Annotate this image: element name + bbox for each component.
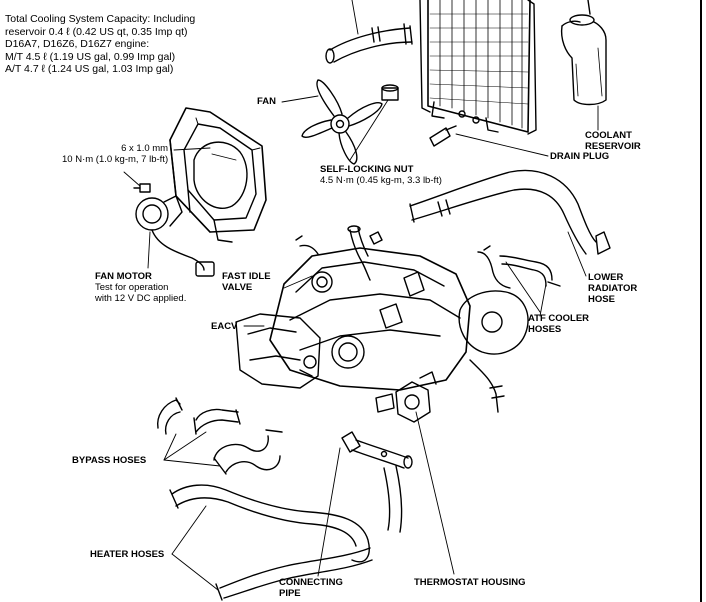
label-atf-cooler-hoses: ATF COOLER HOSES <box>528 313 589 335</box>
fan-shroud <box>169 107 267 243</box>
bolt-size: 6 x 1.0 mm <box>121 143 169 154</box>
thermostat-housing <box>375 371 437 423</box>
radiator <box>419 0 537 135</box>
fan-motor <box>133 183 215 277</box>
fast-idle-line: VALVE <box>222 282 253 293</box>
bypass-hoses <box>157 397 283 475</box>
capacity-line: D16A7, D16Z6, D16Z7 engine: <box>5 38 150 50</box>
label-lower-radiator-hose: LOWER RADIATOR HOSE <box>588 272 637 305</box>
fan-spacer <box>381 84 399 101</box>
heater-hoses <box>169 465 403 601</box>
label-heater-hoses: HEATER HOSES <box>90 549 165 560</box>
capacity-line: Total Cooling System Capacity: Including <box>5 13 196 25</box>
lower-radiator-hose <box>409 169 611 255</box>
label-connecting-pipe: CONNECTING PIPE <box>279 577 343 599</box>
label-bypass-hoses: BYPASS HOSES <box>72 455 147 466</box>
label-coolant-reservoir: COOLANT RESERVOIR <box>585 130 641 152</box>
upper-radiator-hose <box>325 23 413 64</box>
leader-lines <box>123 0 599 591</box>
connecting-line: PIPE <box>279 588 301 599</box>
coolant-reservoir-line: RESERVOIR <box>585 141 641 152</box>
lower-hose-line: LOWER <box>588 272 624 283</box>
distributor-assembly <box>458 290 529 413</box>
connecting-line: CONNECTING <box>279 577 343 588</box>
bolt-torque: 10 N·m (1.0 kg-m, 7 lb-ft) <box>62 154 169 165</box>
fan-motor-name: FAN MOTOR <box>95 271 152 282</box>
right-border <box>700 0 702 602</box>
drain-plug <box>429 125 457 147</box>
capacity-line: A/T 4.7 ℓ (1.24 US gal, 1.03 Imp gal) <box>5 63 174 75</box>
fan-blades <box>301 79 383 165</box>
label-eacv: EACV <box>211 321 238 332</box>
atf-line: HOSES <box>528 324 562 335</box>
engine-block <box>235 225 471 391</box>
label-fan: FAN <box>257 96 276 107</box>
coolant-reservoir <box>560 0 607 106</box>
label-fast-idle-valve: FAST IDLE VALVE <box>222 271 271 293</box>
coolant-reservoir-line: COOLANT <box>585 130 632 141</box>
capacity-line: reservoir 0.4 ℓ (0.42 US qt, 0.35 Imp qt… <box>5 25 188 38</box>
capacity-line: M/T 4.5 ℓ (1.19 US gal, 0.99 Imp gal) <box>5 50 176 63</box>
fan-motor-note: Test for operation <box>95 282 169 293</box>
label-thermostat-housing: THERMOSTAT HOUSING <box>414 577 526 588</box>
lower-hose-line: HOSE <box>588 294 615 305</box>
label-fan-motor: FAN MOTOR Test for operation with 12 V D… <box>95 271 186 304</box>
nut-name: SELF-LOCKING NUT <box>320 164 414 175</box>
label-drain-plug: DRAIN PLUG <box>550 151 610 162</box>
connecting-pipe <box>341 431 413 469</box>
lower-hose-line: RADIATOR <box>588 283 638 294</box>
label-self-locking-nut: SELF-LOCKING NUT 4.5 N·m (0.45 kg-m, 3.3… <box>320 164 442 186</box>
label-bolt-spec: 6 x 1.0 mm 10 N·m (1.0 kg-m, 7 lb-ft) <box>62 143 168 165</box>
fast-idle-line: FAST IDLE <box>222 271 271 282</box>
fan-motor-note: with 12 V DC applied. <box>95 293 187 304</box>
atf-cooler-hoses <box>477 245 561 289</box>
capacity-spec-block: Total Cooling System Capacity: Including… <box>5 13 195 76</box>
nut-torque: 4.5 N·m (0.45 kg-m, 3.3 lb-ft) <box>320 175 442 186</box>
atf-line: ATF COOLER <box>528 313 590 324</box>
